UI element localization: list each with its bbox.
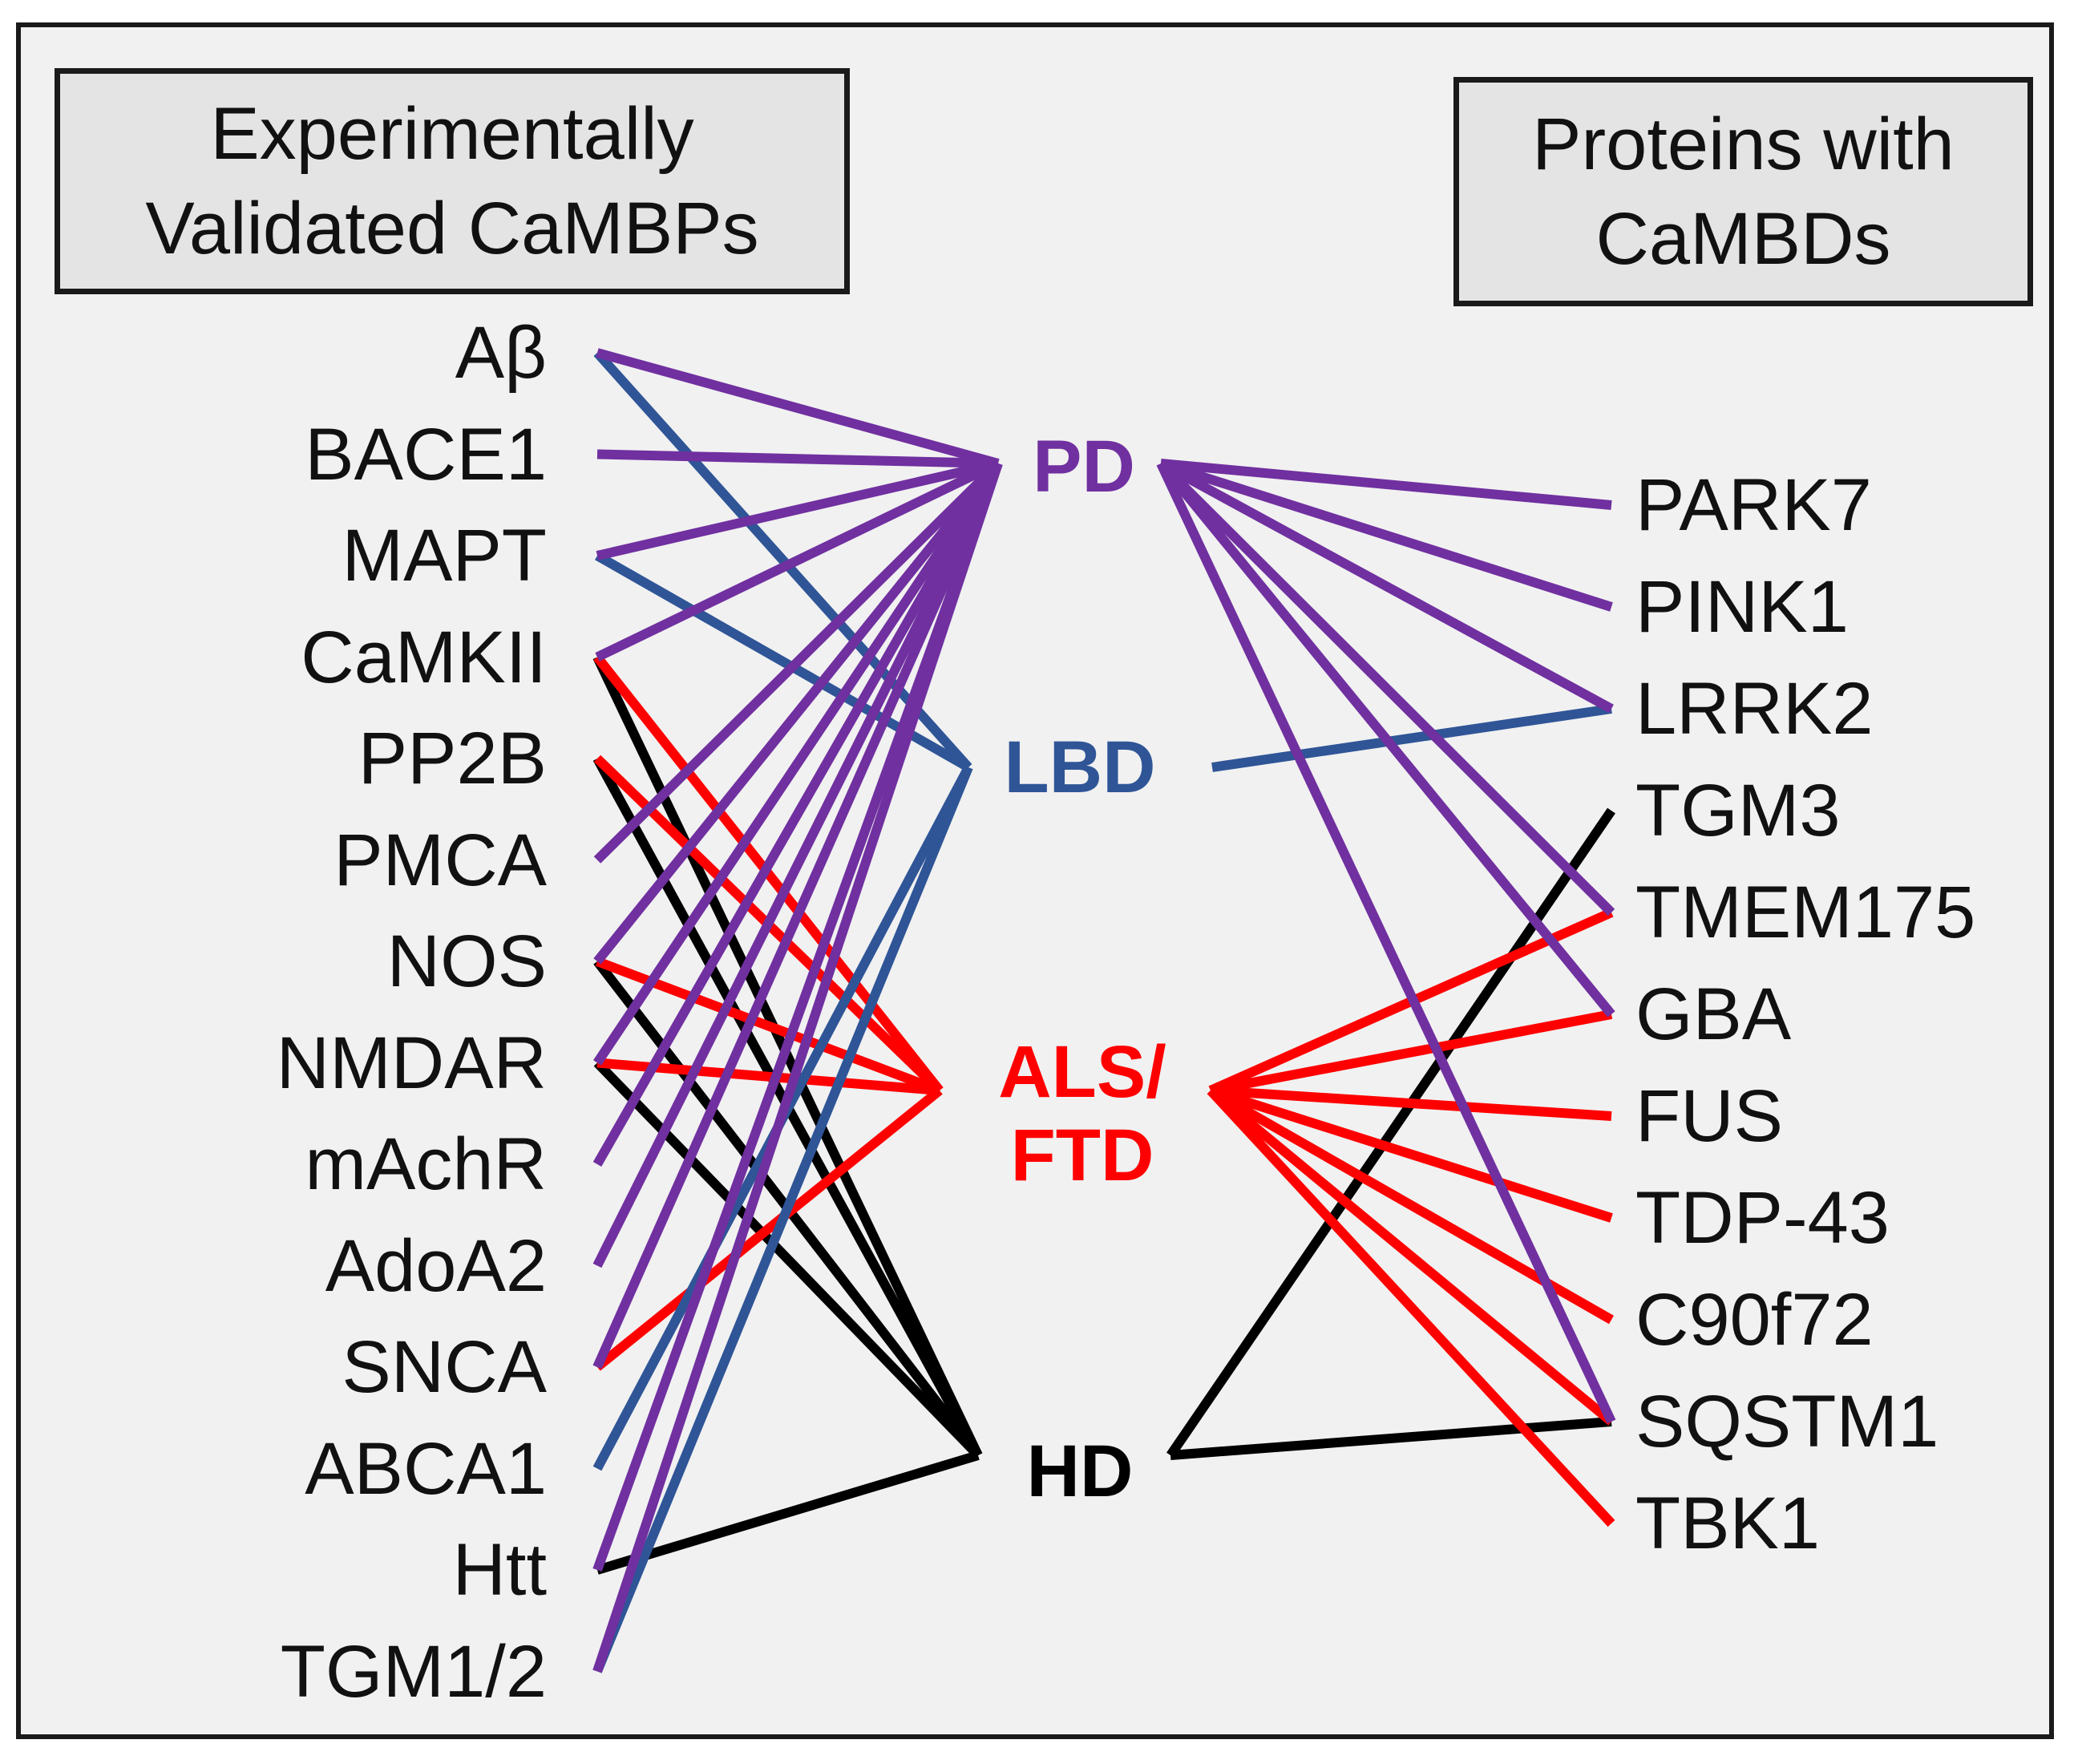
right-protein-label: PARK7: [1635, 464, 1872, 546]
hub-als-ftd: ALS/ FTD: [966, 1030, 1199, 1197]
link-pd-left: [595, 459, 1001, 662]
link-hd-right: [1166, 807, 1615, 1459]
hub-pd-label: PD: [1033, 426, 1135, 508]
left-protein-label: Htt: [452, 1529, 547, 1611]
link-pd-right: [1160, 459, 1612, 510]
left-column-header: Experimentally Validated CaMBPs: [55, 68, 850, 294]
link-pd-left: [592, 461, 1003, 1167]
left-protein-label: AdoA2: [325, 1224, 547, 1307]
right-header-line2: CaMBDs: [1595, 198, 1891, 280]
left-protein-label: ABCA1: [305, 1427, 547, 1510]
left-protein-label: NOS: [386, 920, 547, 1002]
left-header-line2: Validated CaMBPs: [145, 188, 759, 269]
link-als-right: [1207, 1086, 1615, 1527]
link-hd-right: [1170, 1417, 1612, 1460]
link-als-right: [1210, 1086, 1612, 1121]
left-protein-label: SNCA: [342, 1326, 547, 1408]
left-protein-label: MAPT: [342, 515, 547, 597]
left-protein-label: Aβ: [455, 312, 547, 394]
link-pd-left: [593, 460, 1002, 965]
left-protein-label: CaMKII: [301, 616, 547, 698]
right-protein-label: LRRK2: [1635, 668, 1874, 750]
right-protein-label: TDP-43: [1635, 1177, 1890, 1259]
link-pd-left: [592, 461, 1003, 1572]
link-als-left: [594, 1086, 943, 1371]
link-pd-left: [596, 449, 999, 468]
left-header-line1: Experimentally: [210, 93, 694, 175]
link-hd-left: [593, 1059, 982, 1459]
left-protein-label: PP2B: [358, 718, 547, 799]
left-protein-label: PMCA: [334, 819, 547, 901]
link-pd-left: [596, 348, 1000, 468]
link-pd-right: [1156, 461, 1616, 1424]
link-als-right: [1209, 1009, 1613, 1095]
hub-hd: HD: [1004, 1430, 1156, 1513]
right-protein-label: SQSTM1: [1635, 1381, 1939, 1463]
link-pd-right: [1157, 459, 1615, 916]
right-column-header: Proteins with CaMBDs: [1453, 77, 2033, 306]
link-pd-left: [593, 459, 1002, 864]
right-protein-label: FUS: [1635, 1075, 1783, 1157]
link-pd-left: [596, 459, 1000, 560]
link-lbd-left: [593, 349, 972, 771]
link-lbd-left: [592, 765, 973, 1673]
right-protein-label: TGM3: [1635, 770, 1841, 852]
right-protein-label: PINK1: [1635, 566, 1849, 648]
link-pd-left: [593, 460, 1002, 1066]
right-protein-label: TBK1: [1635, 1483, 1821, 1564]
link-lbd-right: [1211, 704, 1612, 772]
left-protein-label: BACE1: [305, 413, 547, 496]
link-pd-right: [1157, 460, 1615, 1018]
link-als-right: [1209, 1086, 1613, 1223]
right-protein-label: C90f72: [1635, 1279, 1874, 1361]
right-protein-label: TMEM175: [1635, 872, 1976, 953]
link-hd-left: [596, 1450, 980, 1575]
hub-hd-label: HD: [1026, 1430, 1134, 1512]
link-pd-left: [592, 461, 1003, 1370]
figure-frame: [16, 22, 2054, 1739]
left-protein-label: mAchR: [305, 1123, 547, 1205]
link-pd-right: [1158, 459, 1614, 714]
left-protein-label: NMDAR: [276, 1022, 547, 1104]
hub-lbd-label: LBD: [1004, 726, 1156, 808]
link-als-right: [1207, 1086, 1615, 1426]
hub-als-label-line1: ALS/: [998, 1031, 1166, 1113]
link-pd-right: [1159, 459, 1613, 612]
right-header-line1: Proteins with: [1532, 103, 1955, 185]
link-pd-left: [592, 461, 1003, 1268]
hub-als-label-line2: FTD: [1010, 1115, 1154, 1196]
hub-lbd: LBD: [980, 726, 1180, 809]
left-protein-label: TGM1/2: [280, 1630, 547, 1713]
link-pd-left: [592, 462, 1003, 1673]
hub-pd: PD: [1012, 425, 1156, 508]
right-protein-label: GBA: [1635, 973, 1792, 1055]
